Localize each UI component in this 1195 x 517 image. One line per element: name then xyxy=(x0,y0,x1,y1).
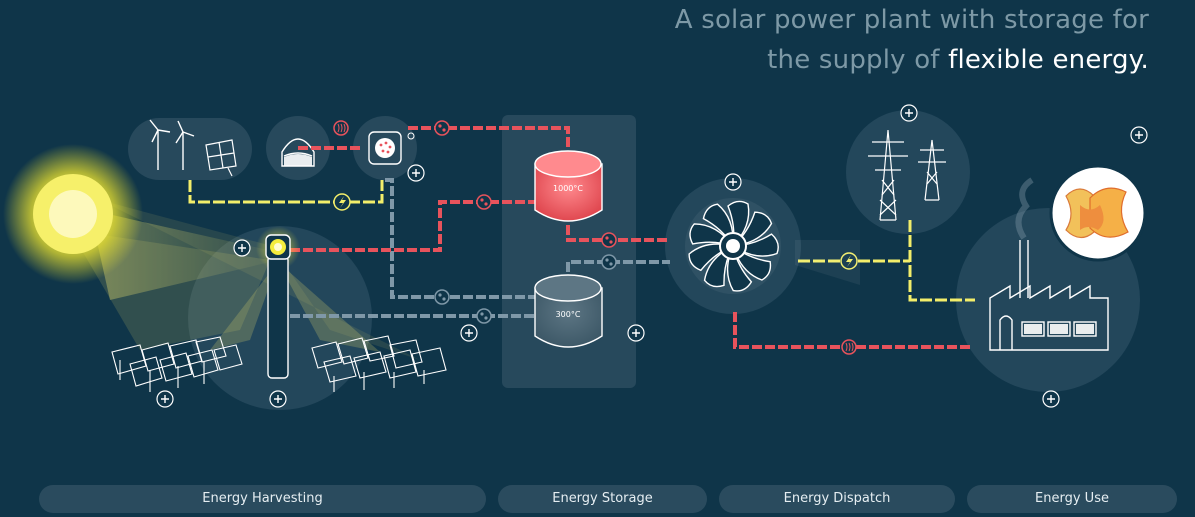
plus-icon[interactable] xyxy=(1130,126,1148,144)
tab-energy-storage[interactable]: Energy Storage xyxy=(498,485,707,513)
heater-icon xyxy=(368,131,402,165)
smoke xyxy=(1015,177,1034,240)
renewables-pill xyxy=(128,118,252,180)
plus-icon[interactable] xyxy=(1042,390,1060,408)
sun-core xyxy=(49,190,97,238)
solar-tower xyxy=(256,226,300,379)
lightning-icon xyxy=(333,193,858,270)
heliostats-right xyxy=(311,335,447,392)
heater-port xyxy=(407,132,415,140)
cold-tank-label: 300°C xyxy=(556,310,581,319)
hot-tank-label: 1000°C xyxy=(553,184,583,193)
fan-blade xyxy=(727,200,750,249)
heater-core xyxy=(375,138,395,158)
section-tabs: Energy Harvesting Energy Storage Energy … xyxy=(0,485,1195,513)
turbine-icon xyxy=(685,198,860,294)
headline-line-2-prefix: the supply of xyxy=(767,45,949,75)
hot-pipes xyxy=(290,126,970,349)
plus-icon[interactable] xyxy=(460,324,478,342)
power-pylon-icon xyxy=(868,129,946,221)
tab-energy-dispatch[interactable]: Energy Dispatch xyxy=(719,485,955,513)
plus-icon[interactable] xyxy=(269,390,287,408)
tab-energy-harvesting[interactable]: Energy Harvesting xyxy=(39,485,486,513)
pasta-product-icon xyxy=(1049,164,1147,262)
heat-icon xyxy=(333,120,857,355)
factory-icon xyxy=(989,240,1109,351)
plus-icon[interactable] xyxy=(233,239,251,257)
plus-icon[interactable] xyxy=(407,164,425,182)
solar-panel-icon xyxy=(205,139,237,177)
plus-icon[interactable] xyxy=(627,324,645,342)
plus-icon[interactable] xyxy=(724,173,742,191)
grid-circle xyxy=(846,110,970,234)
headline-highlight: flexible energy. xyxy=(948,45,1149,75)
wind-turbine-icon xyxy=(149,119,195,170)
particle-icon xyxy=(434,120,617,324)
dome-fill xyxy=(284,154,312,166)
tab-energy-use[interactable]: Energy Use xyxy=(967,485,1177,513)
headline-line-2: the supply of flexible energy. xyxy=(675,40,1149,80)
heliostats-left xyxy=(111,336,243,392)
heater-dots xyxy=(379,141,392,154)
plus-icon[interactable] xyxy=(156,390,174,408)
cold-tank: 300°C xyxy=(534,274,603,348)
plus-icon[interactable] xyxy=(900,104,918,122)
hot-tank: 1000°C xyxy=(534,150,603,222)
headline-line-1: A solar power plant with storage for xyxy=(674,5,1149,35)
dome-tank-icon xyxy=(281,138,315,167)
factory-windows xyxy=(1024,324,1094,334)
headline: A solar power plant with storage for the… xyxy=(675,0,1149,80)
